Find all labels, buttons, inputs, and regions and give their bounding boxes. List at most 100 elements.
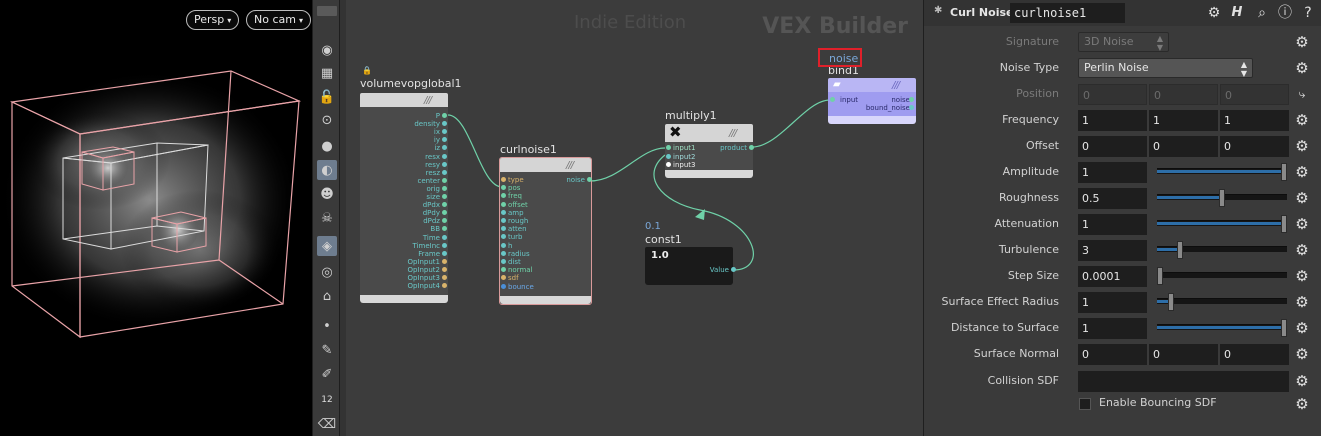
- brush-icon[interactable]: ✎: [321, 342, 333, 358]
- skull-yellow-icon[interactable]: ☻: [320, 186, 334, 202]
- port-time[interactable]: Time: [423, 234, 447, 242]
- slider-handle[interactable]: [1281, 215, 1287, 233]
- viewport-3d[interactable]: Persp▾ No cam▾: [0, 0, 312, 436]
- port-offset[interactable]: offset: [501, 201, 528, 209]
- help-icon[interactable]: ?: [1304, 5, 1312, 21]
- distance-to-surface-slider[interactable]: [1157, 319, 1287, 337]
- offset-field-x[interactable]: 0: [1078, 136, 1147, 157]
- roughness-slider[interactable]: [1157, 189, 1287, 207]
- pen-icon[interactable]: ✐: [321, 366, 333, 382]
- amplitude-slider[interactable]: [1157, 163, 1287, 181]
- port-dpdz[interactable]: dPdz: [423, 217, 447, 225]
- port-center[interactable]: center: [417, 177, 447, 185]
- network-editor[interactable]: Indie Edition VEX Builder volumevopgloba…: [340, 0, 923, 436]
- position-field-z[interactable]: 0: [1220, 84, 1289, 105]
- lock-icon[interactable]: 🔓: [318, 89, 336, 105]
- gear-icon[interactable]: ⚙: [1295, 33, 1309, 51]
- port-input3[interactable]: input3: [666, 161, 695, 169]
- sphere-icon[interactable]: ●: [321, 138, 333, 154]
- surface-normal-field-z[interactable]: 0: [1220, 344, 1289, 365]
- gear-icon[interactable]: ⚙: [1295, 319, 1309, 337]
- position-field-x[interactable]: 0: [1078, 84, 1147, 105]
- port-orig[interactable]: orig: [426, 185, 447, 193]
- port-density[interactable]: density: [414, 120, 447, 128]
- port-opinput3[interactable]: OpInput3: [407, 274, 447, 282]
- frequency-field-z[interactable]: 1: [1220, 110, 1289, 131]
- signature-menu[interactable]: 3D Noise▲▼: [1078, 32, 1169, 52]
- offset-field-z[interactable]: 0: [1220, 136, 1289, 157]
- port-opinput4[interactable]: OpInput4: [407, 282, 447, 290]
- gear-icon[interactable]: ⚙: [1295, 111, 1309, 129]
- port-bound-noise[interactable]: bound_noise: [866, 104, 914, 112]
- port-resy[interactable]: resy: [425, 161, 447, 169]
- port-value[interactable]: Value: [710, 266, 736, 274]
- snap-icon[interactable]: 12: [317, 390, 337, 410]
- noise-type-menu[interactable]: Perlin Noise▲▼: [1078, 58, 1253, 78]
- port-size[interactable]: size: [426, 193, 447, 201]
- gear-icon[interactable]: ⚙: [1295, 215, 1309, 233]
- port-noise[interactable]: noise: [566, 176, 592, 184]
- step-size-field[interactable]: 0.0001: [1078, 266, 1147, 287]
- slider-handle[interactable]: [1168, 293, 1174, 311]
- enable-bouncing-checkbox[interactable]: [1079, 398, 1091, 410]
- gear-icon[interactable]: ⚙: [1295, 293, 1309, 311]
- attenuation-slider[interactable]: [1157, 215, 1287, 233]
- port-resx[interactable]: resx: [425, 153, 447, 161]
- port-h[interactable]: h: [501, 242, 512, 250]
- port-iz[interactable]: iz: [434, 144, 447, 152]
- surface-normal-field-x[interactable]: 0: [1078, 344, 1147, 365]
- surface-effect-radius-field[interactable]: 1: [1078, 292, 1147, 313]
- amplitude-field[interactable]: 1: [1078, 162, 1147, 183]
- port-opinput1[interactable]: OpInput1: [407, 258, 447, 266]
- port-opinput2[interactable]: OpInput2: [407, 266, 447, 274]
- port-dpdy[interactable]: dPdy: [423, 209, 447, 217]
- port-turb[interactable]: turb: [501, 233, 523, 241]
- light-icon[interactable]: ◐: [317, 160, 337, 180]
- visibility-icon[interactable]: ◎: [321, 264, 333, 280]
- gear-icon[interactable]: ⚙: [1295, 267, 1309, 285]
- point-icon[interactable]: •: [323, 318, 331, 334]
- attenuation-field[interactable]: 1: [1078, 214, 1147, 235]
- port-atten[interactable]: atten: [501, 225, 527, 233]
- channel-reference-icon[interactable]: ⤷: [1298, 87, 1306, 101]
- pane-splitter[interactable]: [340, 0, 346, 436]
- pin-icon[interactable]: ⊙: [321, 112, 333, 128]
- frequency-field-x[interactable]: 1: [1078, 110, 1147, 131]
- port-frame[interactable]: Frame: [418, 250, 447, 258]
- gear-icon[interactable]: ⚙: [1295, 372, 1309, 390]
- eye-icon[interactable]: ◉: [321, 42, 333, 58]
- port-timeinc[interactable]: TimeInc: [413, 242, 447, 250]
- frequency-field-y[interactable]: 1: [1149, 110, 1218, 131]
- help-hdk-icon[interactable]: H: [1231, 5, 1243, 20]
- slider-handle[interactable]: [1157, 267, 1163, 285]
- port-amp[interactable]: amp: [501, 209, 524, 217]
- gear-icon[interactable]: ⚙: [1295, 241, 1309, 259]
- surface-normal-field-y[interactable]: 0: [1149, 344, 1218, 365]
- slider-handle[interactable]: [1281, 163, 1287, 181]
- port-p[interactable]: P: [436, 112, 447, 120]
- port-input1[interactable]: input1: [666, 144, 695, 152]
- render-icon[interactable]: ◈: [317, 236, 337, 256]
- info-icon[interactable]: ⓘ: [1278, 5, 1292, 21]
- node-name-field[interactable]: curlnoise1: [1010, 3, 1125, 23]
- port-bb[interactable]: BB: [430, 225, 447, 233]
- port-sdf[interactable]: sdf: [501, 274, 519, 282]
- port-pos[interactable]: pos: [501, 184, 520, 192]
- port-bounce[interactable]: bounce: [501, 283, 534, 291]
- turbulence-field[interactable]: 3: [1078, 240, 1147, 261]
- surface-effect-radius-slider[interactable]: [1157, 293, 1287, 311]
- node-const[interactable]: 0.1 const1 1.0 Value: [645, 221, 736, 285]
- port-rough[interactable]: rough: [501, 217, 528, 225]
- gear-icon[interactable]: ⚙: [1295, 163, 1309, 181]
- slider-handle[interactable]: [1219, 189, 1225, 207]
- port-product[interactable]: product: [720, 144, 754, 152]
- gear-icon[interactable]: ⚙: [1295, 189, 1309, 207]
- port-noise[interactable]: noise: [891, 96, 914, 104]
- gear-icon[interactable]: ⚙: [1207, 5, 1221, 21]
- gear-icon[interactable]: ⚙: [1295, 59, 1309, 77]
- port-dpdx[interactable]: dPdx: [423, 201, 447, 209]
- step-size-slider[interactable]: [1157, 267, 1287, 285]
- node-bind[interactable]: noise bind1 ▰ /// input noise bound_nois…: [828, 52, 916, 124]
